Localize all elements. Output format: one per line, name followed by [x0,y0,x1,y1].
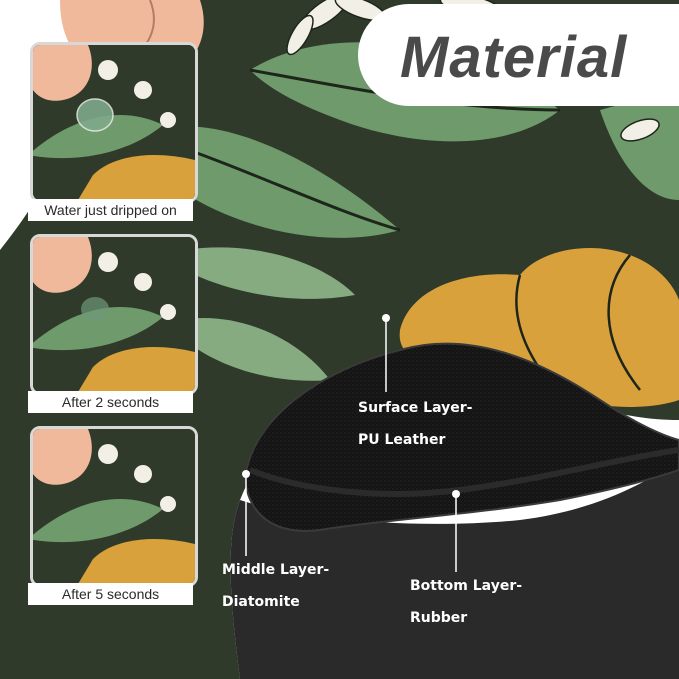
water-test-caption-2: After 2 seconds [28,391,193,413]
middle-layer-title: Middle Layer- [222,562,330,578]
water-droplet [81,297,109,321]
surface-layer-title: Surface Layer- [358,400,473,416]
bottom-layer-material: Rubber [410,610,468,626]
bottom-layer-title: Bottom Layer- [410,578,523,594]
bottom-layer-label: Bottom Layer- Rubber [410,570,522,634]
leaf [180,318,330,381]
surface-layer-label: Surface Layer- PU Leather [358,392,472,456]
water-test-thumbnail-2 [30,234,198,395]
bottom-layer-pointer [452,490,460,572]
water-test-thumbnail-3 [30,426,198,587]
middle-layer-label: Middle Layer- Diatomite [222,554,329,618]
leaf [185,247,355,299]
water-droplet [76,98,114,132]
floor-shadow [230,460,679,679]
water-test-thumbnail-1 [30,42,198,203]
surface-layer-material: PU Leather [358,432,446,448]
water-test-caption-3: After 5 seconds [28,583,193,605]
surface-layer-pointer [382,314,390,392]
middle-layer-pointer [242,470,250,556]
title-banner [358,4,679,106]
water-test-caption-1: Water just dripped on [28,199,193,221]
middle-layer-material: Diatomite [222,594,300,610]
page-title: Material [400,25,628,90]
